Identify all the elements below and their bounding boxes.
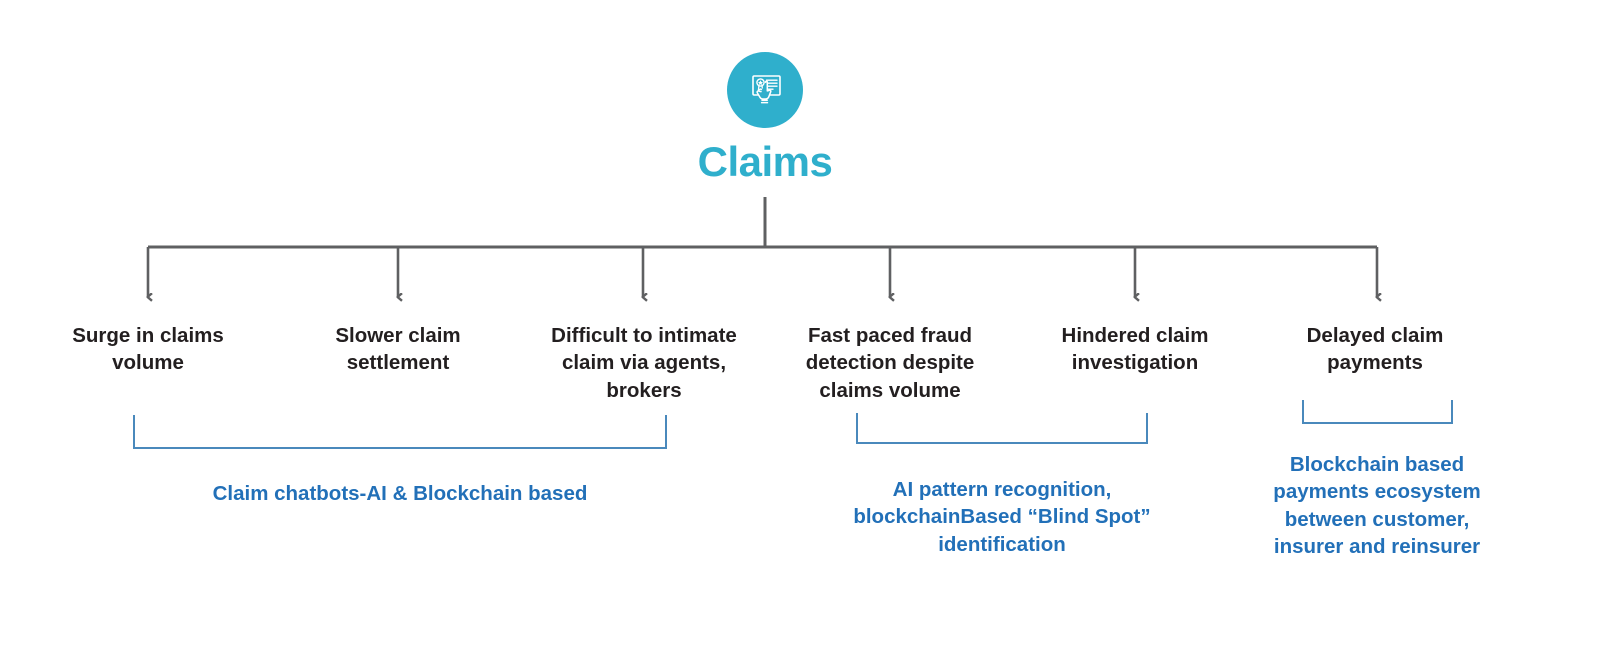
problem-label-surge-in-claims-volume: Surge in claims volume: [72, 324, 224, 375]
solution-label-claim-chatbots: Claim chatbots-AI & Blockchain based: [212, 482, 588, 505]
solution-bracket-1: [132, 415, 668, 450]
problem-label-delayed-claim-payments: Delayed claim payments: [1306, 324, 1444, 375]
solution-bracket-2: [855, 413, 1149, 445]
problem-label-slower-claim-settlement: Slower claim settlement: [335, 324, 461, 375]
problem-label-difficult-to-intimate-claim: Difficult to intimate claim via agents, …: [551, 324, 737, 402]
page-title: Claims: [697, 138, 833, 185]
root-node-claims: Claims: [0, 52, 1530, 184]
problem-label-hindered-claim-investigation: Hindered claim investigation: [1061, 324, 1209, 375]
problem-label-fast-paced-fraud-detection: Fast paced fraud detection despite claim…: [805, 324, 975, 402]
solution-label-blockchain-payments: Blockchain based payments ecosystem betw…: [1273, 453, 1481, 558]
solution-label-ai-pattern-recognition: AI pattern recognition, blockchainBased …: [853, 478, 1151, 556]
solution-bracket-3: [1301, 400, 1454, 425]
claim-certificate-hand-icon: [727, 52, 803, 128]
